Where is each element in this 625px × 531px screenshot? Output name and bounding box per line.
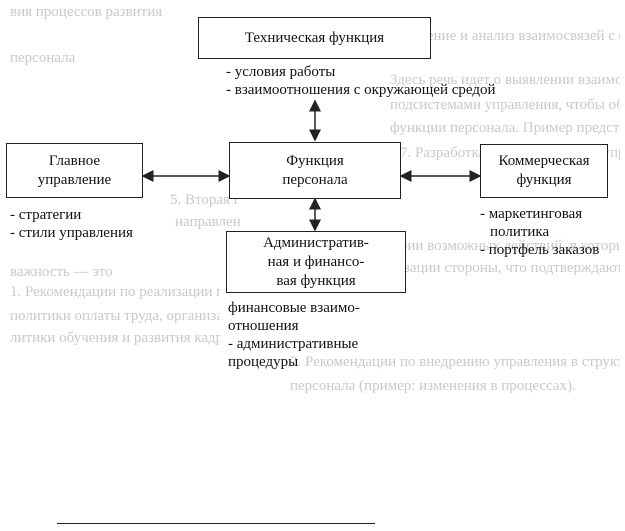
technical-note-line: - условия работы bbox=[226, 64, 336, 80]
background-line: персонала bbox=[10, 50, 76, 66]
background-line: 1. Рекомендации по реализации политик (п… bbox=[10, 284, 220, 300]
personnel-function-box: Функция персонала bbox=[229, 142, 401, 199]
admin-finance-function-title: Административ-ная и финансо-вая функция bbox=[263, 234, 369, 289]
commercial-function-box: Коммерческая функция bbox=[480, 144, 608, 198]
background-line: Здесь речь идет о выявлении взаимодейств… bbox=[390, 72, 620, 88]
technical-function-box: Техническая функция bbox=[198, 17, 431, 59]
background-line: литики обучения и развития кадров). bbox=[10, 330, 220, 346]
admin-finance-function-box: Административ-ная и финансо-вая функция bbox=[226, 231, 406, 293]
admin-finance-note-line: процедуры bbox=[228, 354, 299, 370]
technical-function-title: Техническая функция bbox=[244, 29, 385, 46]
background-line: категории возможных действий, в которых … bbox=[360, 238, 620, 254]
main-management-box: Главное управление bbox=[6, 143, 143, 198]
background-line: функции персонала. Пример представлен на… bbox=[390, 120, 620, 136]
commercial-note-line: - маркетинговая bbox=[480, 206, 583, 222]
commercial-note-line: политика bbox=[490, 224, 550, 240]
footnote-rule bbox=[57, 523, 375, 524]
background-line: вия процессов развития bbox=[10, 4, 163, 20]
main-management-note-line: - стратегии bbox=[10, 207, 82, 223]
main-management-note-line: - стили управления bbox=[10, 225, 133, 241]
admin-finance-note-line: финансовые взаимо- bbox=[228, 300, 360, 316]
commercial-function-title: Коммерческая функция bbox=[498, 153, 590, 188]
technical-note-line: - взаимоотношения с окружающей средой bbox=[226, 82, 496, 98]
admin-finance-note-line: отношения bbox=[228, 318, 299, 334]
main-management-title: Главное управление bbox=[37, 152, 112, 188]
background-line: организации стороны, что подтверждают ре… bbox=[360, 260, 620, 276]
commercial-note-line: - портфель заказов bbox=[480, 242, 600, 258]
background-line: направления, которые должны быть подкреп… bbox=[175, 214, 240, 230]
background-line: персонала (пример: изменения в процессах… bbox=[290, 378, 576, 394]
background-line: 2. Рекомендации по внедрению управления … bbox=[290, 354, 620, 370]
personnel-function-title: Функция персонала bbox=[282, 152, 348, 188]
admin-finance-note-line: - административные bbox=[228, 336, 359, 352]
background-line: 6. Выделение и анализ взаимосвязей с фун… bbox=[370, 28, 620, 44]
background-line: политики оплаты труда, организационных п… bbox=[10, 308, 220, 324]
background-line: 5. Вторая группа рекомендаций охватывает bbox=[170, 192, 240, 208]
background-line: важность — это bbox=[10, 264, 113, 280]
background-line: подсистемами управления, чтобы обеспечит… bbox=[390, 97, 620, 113]
